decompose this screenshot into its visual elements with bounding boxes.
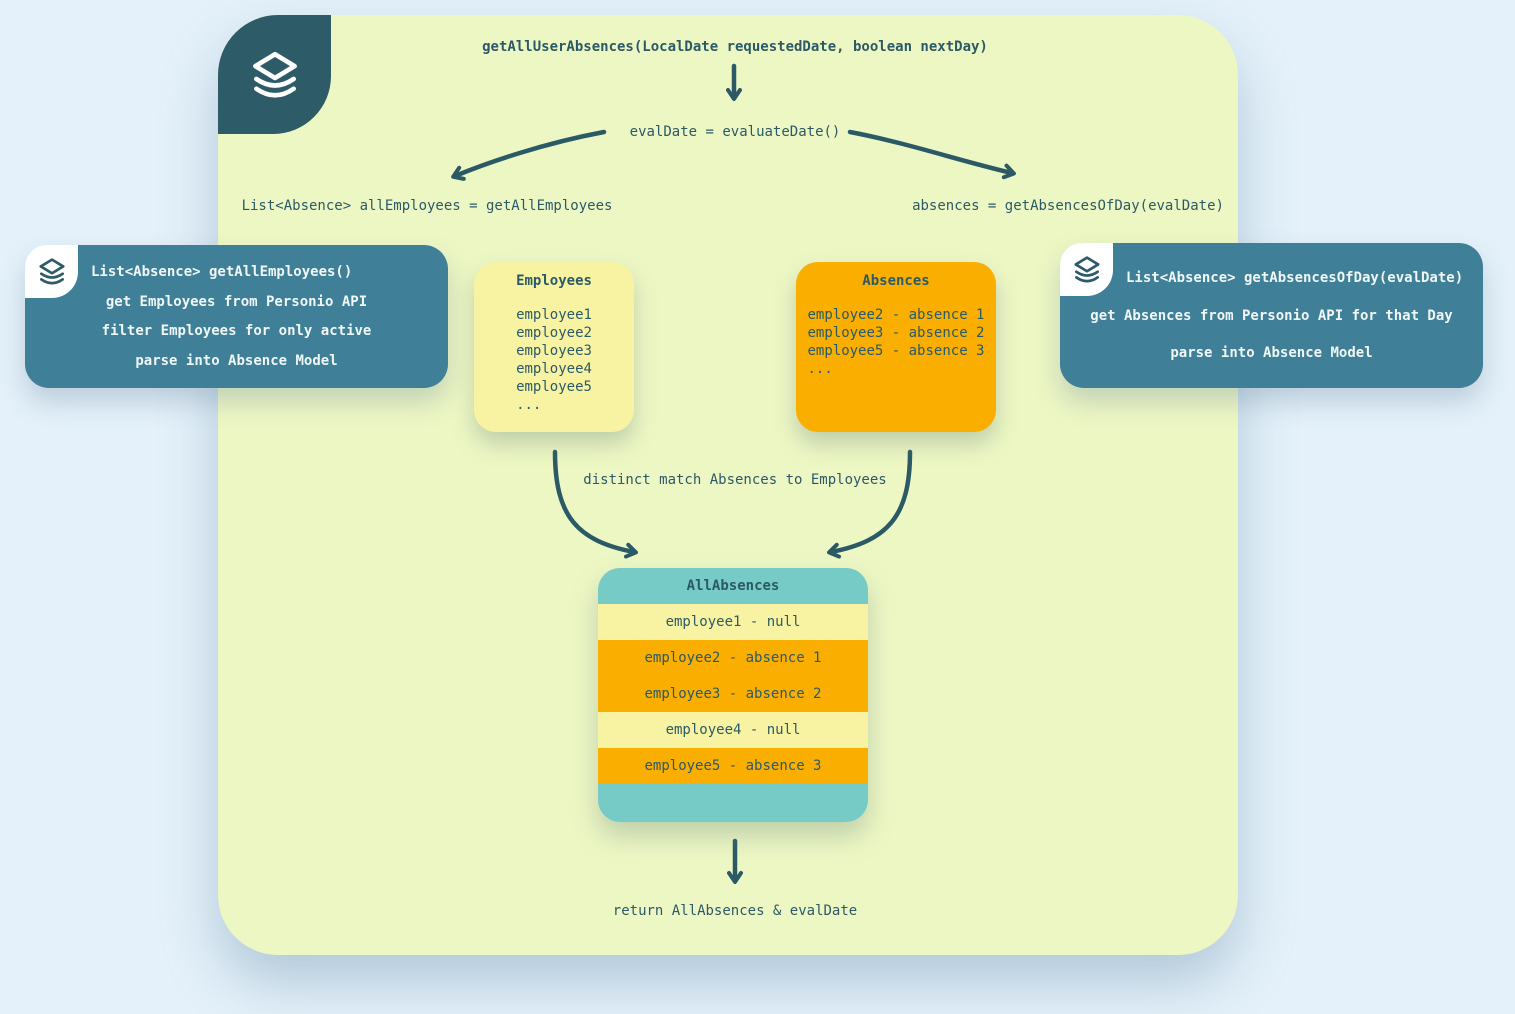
table-row: employee2 - absence 1 <box>598 640 868 676</box>
return-step-label: return AllAbsences & evalDate <box>612 903 858 919</box>
left-branch-label: List<Absence> allEmployees = getAllEmplo… <box>241 198 613 214</box>
table-footer <box>598 784 868 822</box>
note-badge <box>25 245 78 298</box>
get-all-employees-note: List<Absence> getAllEmployees() get Empl… <box>25 245 448 388</box>
employees-list: employee1 employee2 employee3 employee4 … <box>516 306 592 414</box>
list-item: employee4 <box>516 361 592 377</box>
employees-card: Employees employee1 employee2 employee3 … <box>474 262 634 432</box>
note-title: List<Absence> getAllEmployees() <box>91 264 353 281</box>
app-corner-badge <box>218 15 331 134</box>
table-row: employee1 - null <box>598 604 868 640</box>
layers-icon <box>1071 254 1103 285</box>
list-item: employee5 - absence 3 <box>807 343 985 359</box>
match-step-label: distinct match Absences to Employees <box>583 472 887 488</box>
card-title: Employees <box>516 273 592 289</box>
list-item: employee1 <box>516 307 592 323</box>
note-line: filter Employees for only active <box>101 323 372 340</box>
list-item: employee2 - absence 1 <box>807 307 985 323</box>
note-line: get Employees from Personio API <box>105 293 368 310</box>
all-absences-table: AllAbsences employee1 - null employee2 -… <box>598 568 868 822</box>
absences-list: employee2 - absence 1 employee3 - absenc… <box>807 306 984 378</box>
layers-icon <box>36 256 68 287</box>
note-line: get Absences from Personio API for that … <box>1090 307 1453 324</box>
note-line: parse into Absence Model <box>135 352 338 369</box>
list-item: employee3 - absence 2 <box>807 325 985 341</box>
layers-icon <box>247 48 303 102</box>
list-item: employee2 <box>516 325 592 341</box>
list-item: ... <box>516 397 542 413</box>
table-title: AllAbsences <box>598 568 868 604</box>
list-item: employee5 <box>516 379 592 395</box>
table-row: employee4 - null <box>598 712 868 748</box>
flow-title: getAllUserAbsences(LocalDate requestedDa… <box>482 39 988 55</box>
absences-card: Absences employee2 - absence 1 employee3… <box>796 262 996 432</box>
table-row: employee5 - absence 3 <box>598 748 868 784</box>
table-row: employee3 - absence 2 <box>598 676 868 712</box>
note-title: List<Absence> getAbsencesOfDay(evalDate) <box>1126 270 1464 287</box>
right-branch-label: absences = getAbsencesOfDay(evalDate) <box>912 198 1224 214</box>
card-title: Absences <box>862 273 930 289</box>
note-badge <box>1060 243 1113 296</box>
note-line: parse into Absence Model <box>1170 344 1373 361</box>
list-item: employee3 <box>516 343 592 359</box>
get-absences-of-day-note: List<Absence> getAbsencesOfDay(evalDate)… <box>1060 243 1483 388</box>
eval-step-label: evalDate = evaluateDate() <box>629 124 841 140</box>
list-item: ... <box>807 361 833 377</box>
